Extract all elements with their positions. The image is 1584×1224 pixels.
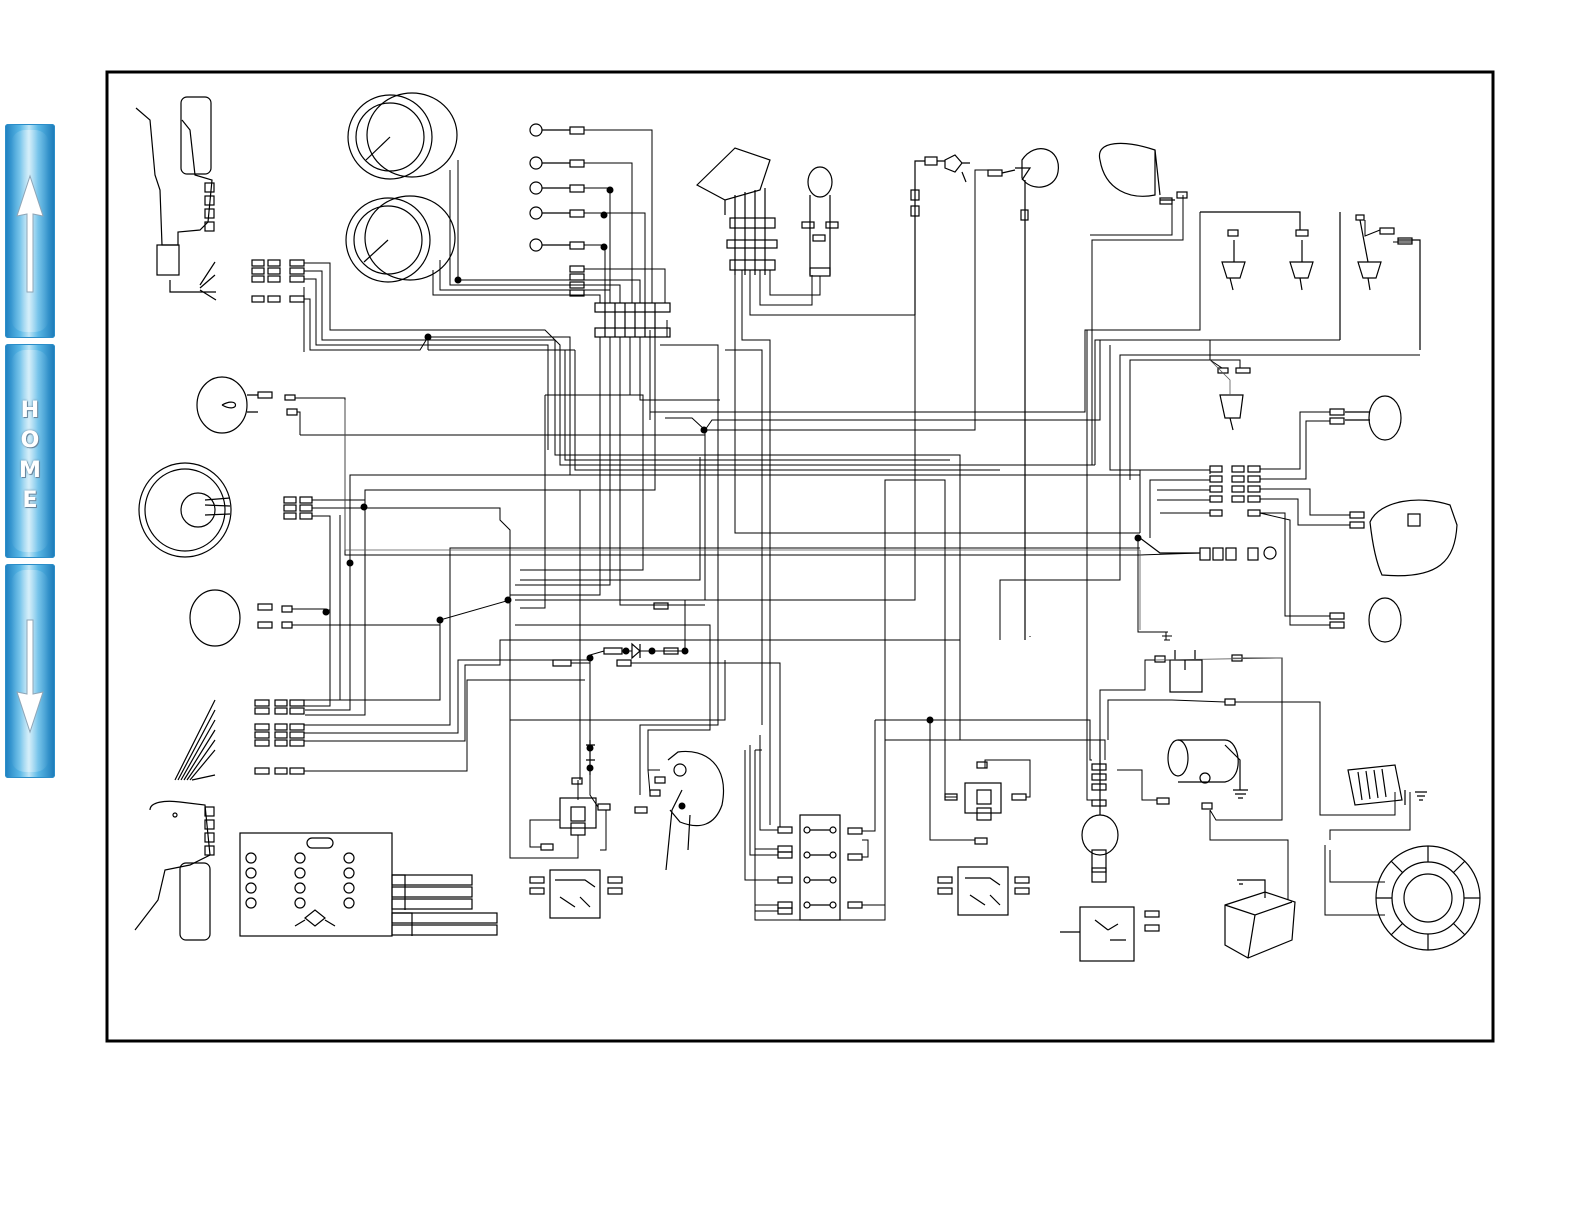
indicator-lamps [530, 124, 584, 296]
starter-motor [1157, 740, 1248, 809]
oil-pressure-switch [911, 155, 970, 315]
fuse-box [778, 815, 862, 920]
right-connector-cluster [1210, 466, 1260, 516]
left-connector-arrays [175, 260, 304, 780]
central-connector-block [595, 303, 670, 337]
starter-relay [1155, 650, 1242, 705]
headlamp-main [139, 463, 312, 557]
turn-signal-front-left [190, 590, 292, 646]
battery [1225, 880, 1295, 958]
taillight [1350, 500, 1457, 576]
pickup-coil [802, 167, 838, 276]
wiring-harness [292, 130, 1420, 920]
headlight-rear-unit [1099, 143, 1187, 204]
wiring-harness-secondary [345, 360, 1282, 660]
license-light [1140, 538, 1276, 560]
sender-units [1200, 212, 1420, 430]
alternator-stator [1376, 846, 1480, 950]
junction-dots [323, 187, 1142, 810]
relay-left [541, 740, 610, 850]
switch-position-table [240, 833, 497, 936]
cdi-unit [697, 148, 777, 275]
relay-center [945, 762, 1026, 844]
tachometer-gauge [346, 196, 455, 282]
left-handlebar-switch-bottom [135, 801, 214, 940]
left-handlebar-switch-top [136, 97, 216, 300]
kill-switch-box [1060, 907, 1159, 961]
flasher-relay-box [938, 867, 1029, 915]
horn [988, 149, 1058, 640]
voltage-regulator [1348, 765, 1427, 805]
turn-signal-front-right [1330, 396, 1401, 440]
diode-line [553, 603, 678, 666]
turn-relay-box [530, 870, 622, 918]
turn-signal-rear-right [1330, 598, 1401, 642]
headlamp-small [197, 377, 297, 433]
speedometer-gauge [348, 93, 457, 179]
